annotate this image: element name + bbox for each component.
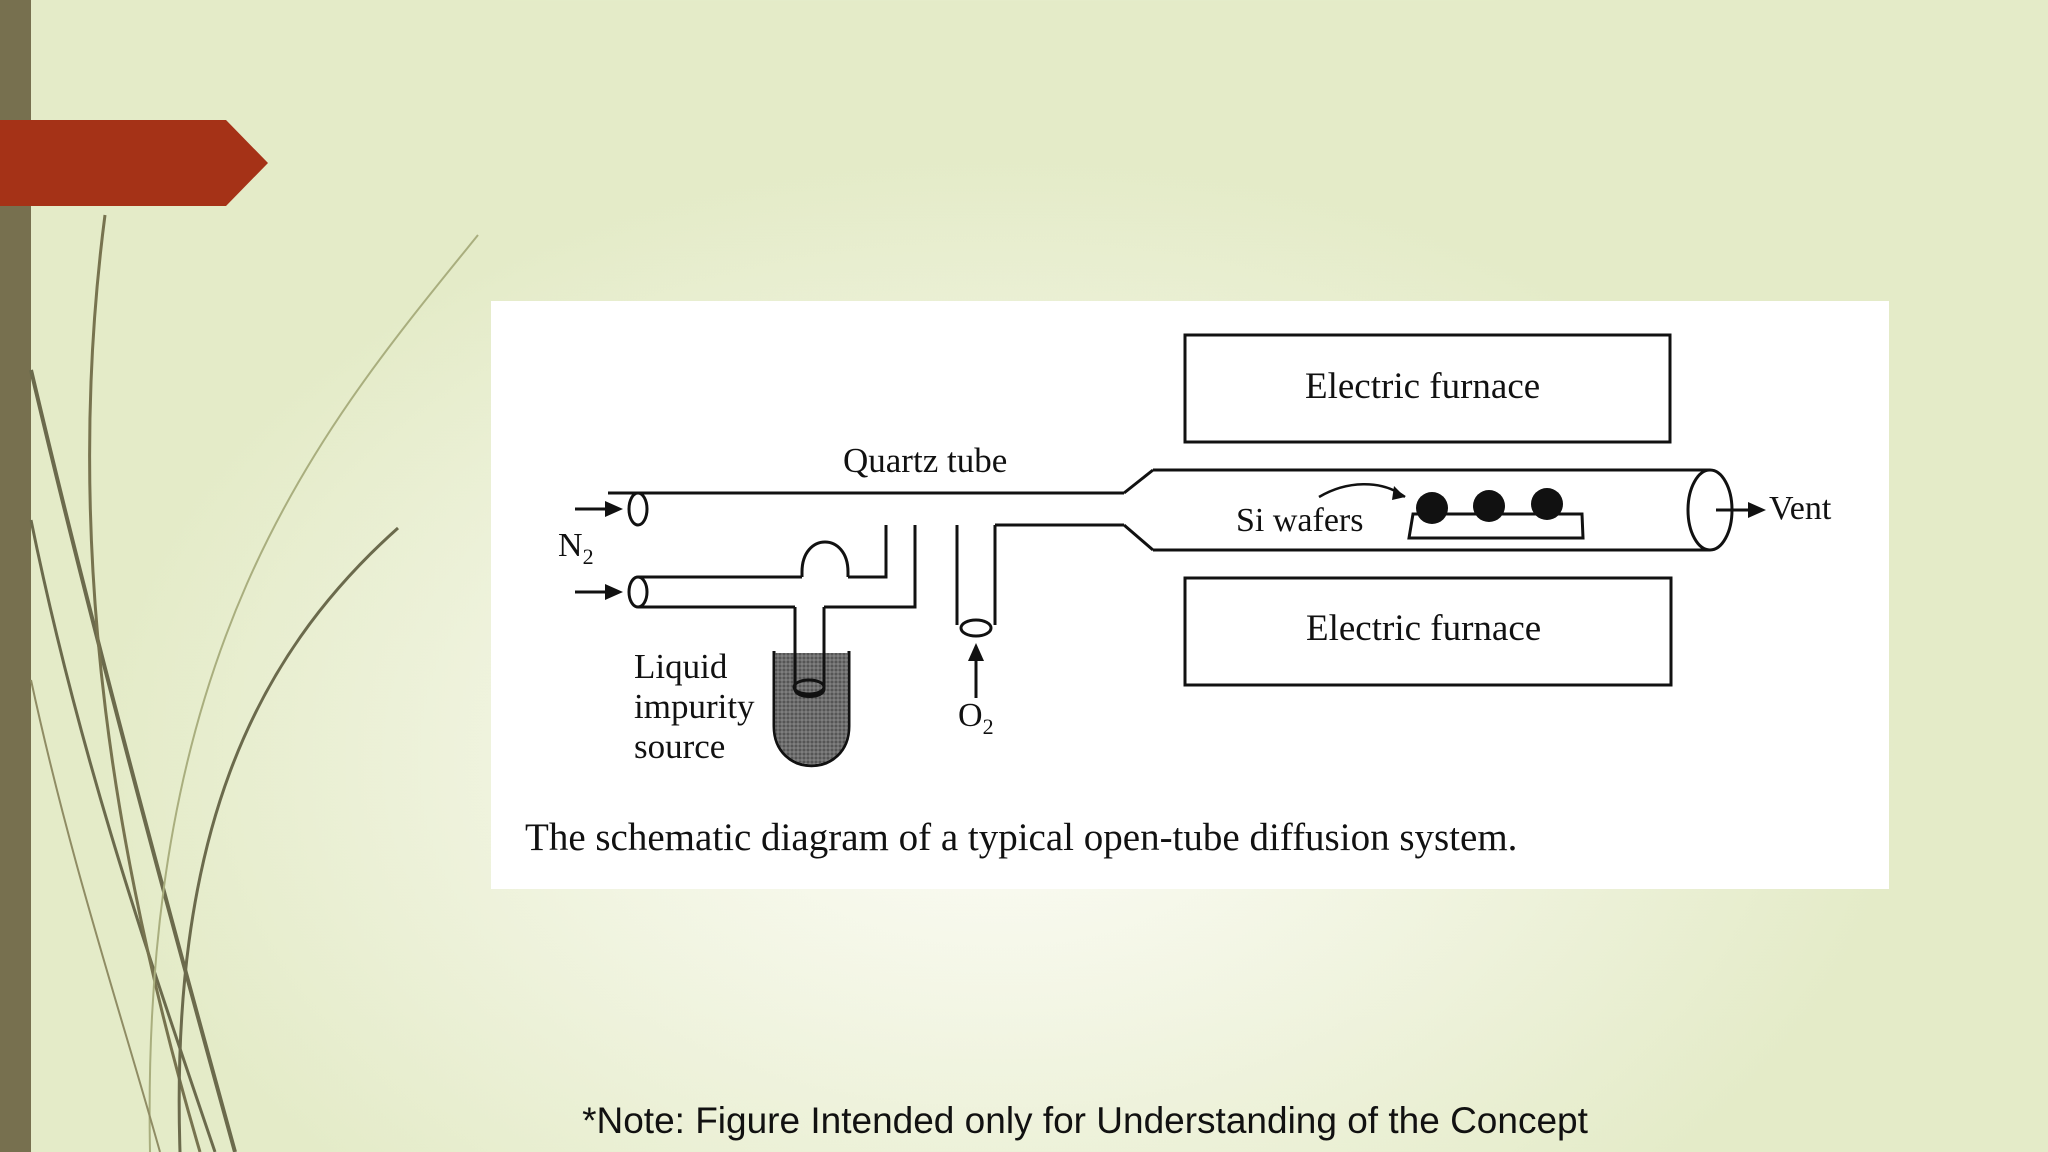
n2-upper-arrow — [605, 501, 623, 517]
o2-subscript: 2 — [982, 713, 994, 739]
si-wafers-label: Si wafers — [1236, 502, 1364, 539]
lower-inlet-end — [627, 575, 649, 609]
decorative-stems — [29, 214, 479, 1152]
diagram-figure: Electric furnace Electric furnace Quartz… — [491, 301, 1889, 889]
diffusion-system-schematic — [575, 333, 1766, 768]
n2-label: N2 — [558, 527, 594, 570]
n2-lower-arrow — [605, 584, 623, 600]
liquid-label-line3: source — [634, 727, 726, 766]
liquid-label-line1: Liquid — [634, 647, 728, 686]
n2-symbol: N — [558, 527, 583, 564]
figure-caption: The schematic diagram of a typical open-… — [525, 816, 1518, 859]
liquid-impurity-source-label: Liquid impurity source — [634, 647, 755, 767]
furnace-bottom-label: Electric furnace — [1306, 608, 1542, 649]
n2-subscript: 2 — [582, 543, 594, 569]
furnace-bottom-box — [1183, 576, 1673, 687]
wafer-boat — [1407, 512, 1585, 540]
o2-label: O2 — [958, 697, 994, 740]
vent-arrow — [1748, 502, 1766, 518]
figure-note: *Note: Figure Intended only for Understa… — [582, 1100, 1588, 1141]
o2-inlet-end — [959, 618, 993, 638]
o2-symbol: O — [958, 697, 983, 734]
si-wafer — [1473, 490, 1505, 522]
furnace-top-label: Electric furnace — [1305, 366, 1541, 407]
vent-label: Vent — [1769, 490, 1832, 527]
si-wafer — [1416, 492, 1448, 524]
liquid-label-line2: impurity — [634, 687, 755, 726]
liquid-impurity-vessel — [772, 651, 851, 768]
si-wafer — [1531, 488, 1563, 520]
upper-inlet-end — [627, 491, 649, 527]
o2-arrow — [968, 643, 984, 661]
liquid-impurity — [775, 653, 848, 765]
furnace-top-box — [1183, 333, 1672, 444]
title-tag-arrow — [0, 120, 268, 206]
quartz-tube-label: Quartz tube — [843, 441, 1008, 480]
